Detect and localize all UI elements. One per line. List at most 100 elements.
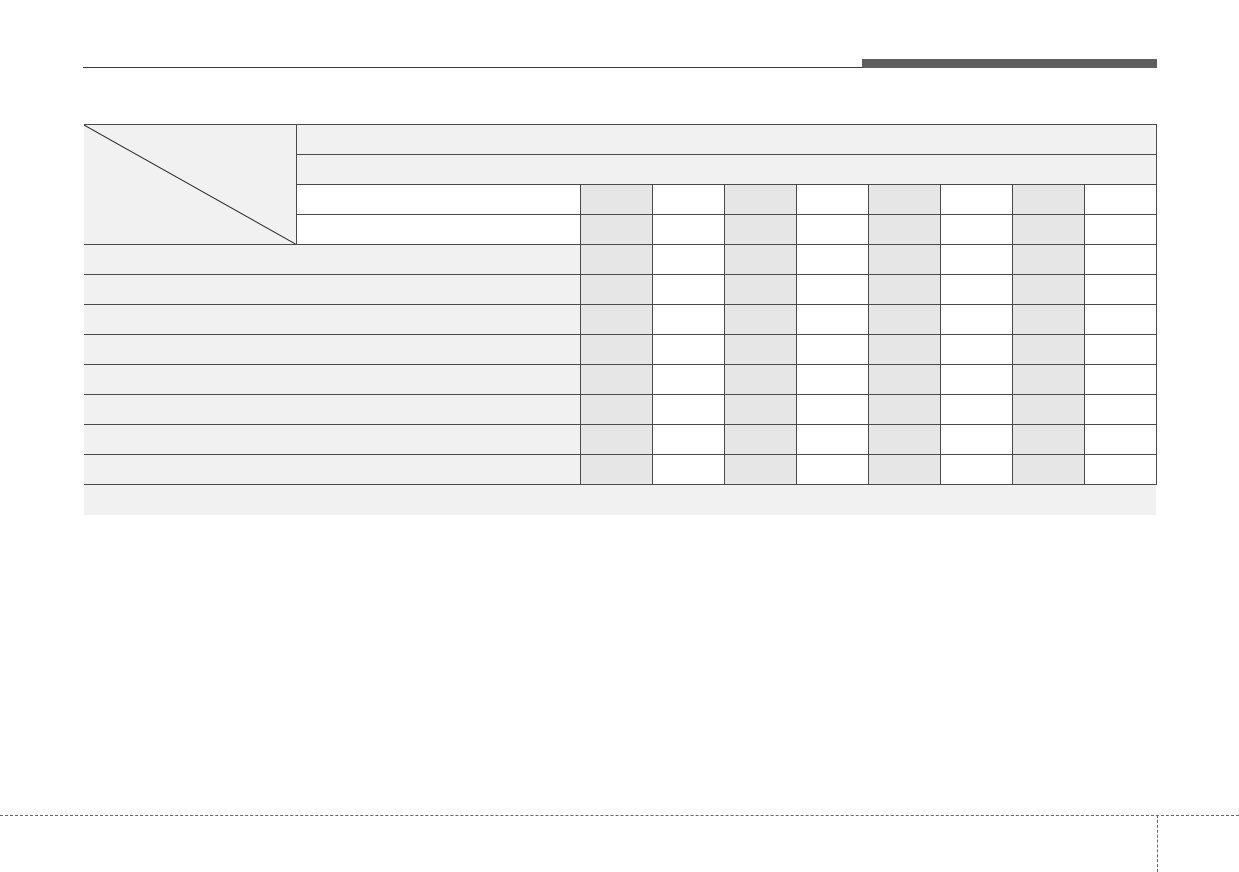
table-cell bbox=[651, 334, 725, 365]
table-cell bbox=[651, 394, 725, 425]
table-cell bbox=[651, 304, 725, 335]
table-cell bbox=[651, 454, 725, 485]
table-cell bbox=[867, 454, 941, 485]
row-label bbox=[84, 454, 581, 485]
table-cell bbox=[651, 424, 725, 455]
table-cell bbox=[867, 334, 941, 365]
table-cell bbox=[867, 424, 941, 455]
table-cell bbox=[1011, 394, 1085, 425]
header-row-3-label bbox=[295, 184, 581, 215]
table-cell bbox=[723, 274, 797, 305]
row-label bbox=[84, 364, 581, 395]
table-row bbox=[84, 454, 1157, 485]
table-cell bbox=[1083, 244, 1157, 275]
header-cell bbox=[939, 184, 1013, 215]
table-row bbox=[84, 424, 1157, 455]
table-cell bbox=[579, 454, 653, 485]
table-cell bbox=[723, 394, 797, 425]
table-cell bbox=[1083, 304, 1157, 335]
header-cell bbox=[867, 214, 941, 245]
table-cell bbox=[1011, 424, 1085, 455]
table-note bbox=[84, 484, 1156, 515]
table-cell bbox=[1011, 364, 1085, 395]
footer-dashed-divider bbox=[1157, 815, 1158, 872]
header-row-4-label bbox=[295, 214, 581, 245]
table-row bbox=[84, 274, 1157, 305]
table-cell bbox=[723, 454, 797, 485]
table-cell bbox=[939, 424, 1013, 455]
table-cell bbox=[939, 304, 1013, 335]
table-row bbox=[84, 334, 1157, 365]
header-cell bbox=[867, 184, 941, 215]
table-cell bbox=[795, 244, 869, 275]
section-tab bbox=[862, 59, 1157, 68]
table-cell bbox=[867, 244, 941, 275]
table-cell bbox=[1083, 394, 1157, 425]
table-cell bbox=[1011, 304, 1085, 335]
table-cell bbox=[651, 244, 725, 275]
row-label bbox=[84, 334, 581, 365]
header-row-2 bbox=[295, 154, 1157, 185]
table-row bbox=[84, 244, 1157, 275]
table-cell bbox=[1083, 334, 1157, 365]
header-cell bbox=[795, 214, 869, 245]
table-cell bbox=[579, 334, 653, 365]
table-cell bbox=[723, 334, 797, 365]
row-label bbox=[84, 244, 581, 275]
table-cell bbox=[1011, 244, 1085, 275]
table-cell bbox=[579, 274, 653, 305]
footer-dashed-rule bbox=[0, 815, 1239, 816]
table-cell bbox=[1011, 274, 1085, 305]
header-cell bbox=[579, 184, 653, 215]
header-cell bbox=[1083, 214, 1157, 245]
table-row bbox=[84, 364, 1157, 395]
table-cell bbox=[939, 244, 1013, 275]
table-cell bbox=[1011, 454, 1085, 485]
table-cell bbox=[939, 364, 1013, 395]
table-cell bbox=[1083, 424, 1157, 455]
header-cell bbox=[723, 214, 797, 245]
header-cell bbox=[579, 214, 653, 245]
header-cell bbox=[651, 214, 725, 245]
table-cell bbox=[939, 274, 1013, 305]
row-label bbox=[84, 304, 581, 335]
table-cell bbox=[795, 424, 869, 455]
row-label bbox=[84, 274, 581, 305]
table-cell bbox=[723, 424, 797, 455]
data-table bbox=[84, 124, 1157, 515]
table-cell bbox=[795, 274, 869, 305]
row-label bbox=[84, 394, 581, 425]
table-cell bbox=[939, 334, 1013, 365]
table-cell bbox=[723, 364, 797, 395]
table-cell bbox=[579, 394, 653, 425]
table-cell bbox=[1083, 454, 1157, 485]
table-cell bbox=[795, 364, 869, 395]
table-cell bbox=[579, 304, 653, 335]
top-rule bbox=[83, 67, 1157, 68]
header-cell bbox=[795, 184, 869, 215]
header-cell bbox=[1011, 184, 1085, 215]
diagonal-divider bbox=[84, 125, 296, 244]
table-cell bbox=[795, 454, 869, 485]
table-cell bbox=[579, 364, 653, 395]
table-cell bbox=[579, 424, 653, 455]
table-cell bbox=[1083, 364, 1157, 395]
header-row-1 bbox=[295, 124, 1157, 155]
header-cell bbox=[939, 214, 1013, 245]
corner-cell bbox=[84, 124, 297, 245]
table-cell bbox=[651, 274, 725, 305]
table-cell bbox=[939, 394, 1013, 425]
table-row bbox=[84, 394, 1157, 425]
table-cell bbox=[795, 334, 869, 365]
table-cell bbox=[867, 304, 941, 335]
table-cell bbox=[867, 274, 941, 305]
header-cell bbox=[723, 184, 797, 215]
table-cell bbox=[723, 244, 797, 275]
table-row bbox=[84, 304, 1157, 335]
table-cell bbox=[795, 394, 869, 425]
table-cell bbox=[867, 394, 941, 425]
table-cell bbox=[579, 244, 653, 275]
table-cell bbox=[939, 454, 1013, 485]
table-cell bbox=[867, 364, 941, 395]
row-label bbox=[84, 424, 581, 455]
